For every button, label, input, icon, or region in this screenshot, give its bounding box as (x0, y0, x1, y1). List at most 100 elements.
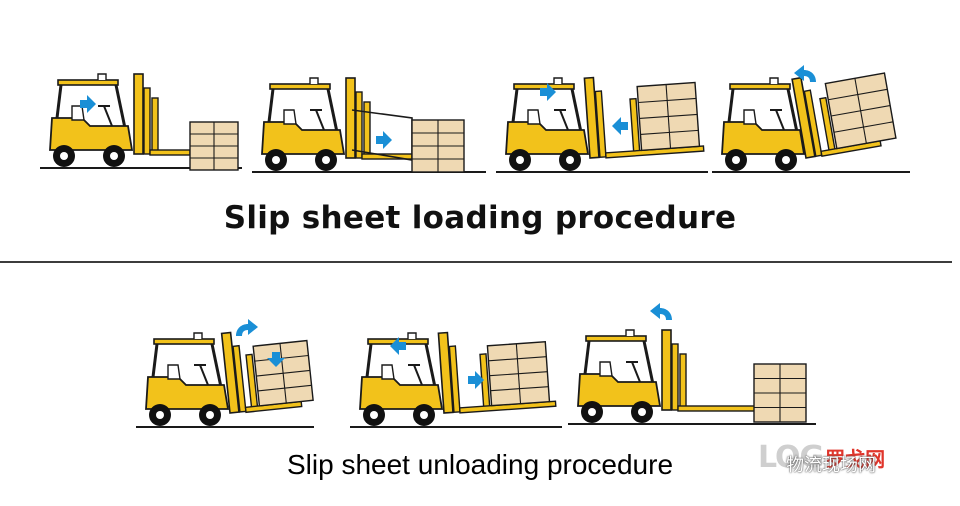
watermark-chinese-white: 物流现场网 (786, 455, 876, 476)
cab-rear-pillar (365, 343, 373, 378)
driver-seat (527, 109, 541, 125)
steering-column (631, 361, 641, 383)
curved-arrow-back-icon (794, 65, 816, 82)
beacon-light (193, 332, 203, 339)
driver-seat (599, 361, 613, 377)
driver-seat (71, 105, 85, 121)
steering-column (559, 109, 569, 131)
forklift-step (40, 73, 242, 171)
cab-roof (269, 83, 331, 90)
mast-outer (437, 331, 454, 414)
cab-roof (57, 79, 119, 86)
carton-stack-standalone (189, 121, 239, 171)
carton-load (824, 72, 897, 150)
steering-column (103, 105, 113, 127)
forklift-step (712, 65, 910, 173)
forklift-step (350, 331, 562, 428)
forklift-step (252, 77, 486, 173)
cab-front-pillar (326, 88, 340, 138)
beacon-light (769, 77, 779, 84)
carton-stack-placed (753, 363, 807, 423)
mast-inner (594, 90, 607, 159)
wheel-hub (588, 408, 596, 416)
carton-column-line (515, 343, 522, 404)
wheel-hub (420, 411, 428, 419)
arrow-down-icon (267, 352, 285, 367)
mast-assembly (583, 76, 705, 159)
steering-column (775, 109, 785, 131)
mast-inner (143, 87, 151, 155)
cab-front-pillar (424, 343, 438, 393)
steering-column (199, 364, 209, 386)
carton-load (486, 341, 551, 407)
loading-procedure-title: Slip sheet loading procedure (223, 200, 737, 236)
mast-assembly (437, 331, 557, 414)
driver-seat (167, 364, 181, 380)
driver-seat (381, 364, 395, 380)
steering-column (413, 364, 423, 386)
cab-front-pillar (642, 340, 656, 390)
unloading-procedure-title: Slip sheet unloading procedure (286, 449, 674, 480)
wheel-hub (732, 156, 740, 164)
push-pull-platen (151, 97, 159, 155)
push-pull-platen (363, 101, 371, 159)
cab-front-pillar (786, 88, 800, 138)
mast-assembly (220, 331, 314, 414)
carton-load (252, 339, 314, 407)
carton-column-line (854, 78, 867, 144)
watermark-logo: LOG 罗戈网 物流现场网 (758, 437, 954, 477)
cab-rear-pillar (727, 88, 735, 123)
cab-rear-pillar (511, 88, 519, 123)
forklift-step (136, 319, 314, 428)
beacon-light (625, 329, 635, 336)
beacon-light (309, 77, 319, 84)
arrow-right-icon (468, 371, 484, 389)
watermark-latin: LOG (758, 439, 824, 475)
cab-front-pillar (210, 343, 224, 393)
carton-stack-target (411, 119, 465, 173)
mast-assembly (791, 72, 897, 159)
cab-rear-pillar (583, 340, 591, 375)
forklift-step (496, 76, 708, 173)
carton-column-line (279, 343, 287, 404)
arrow-right-icon (80, 95, 96, 113)
carton-column-line (665, 84, 672, 149)
beacon-light (97, 73, 107, 80)
cab-roof (153, 338, 215, 345)
arrow-right-icon (540, 83, 556, 101)
cab-front-pillar (114, 84, 128, 134)
mast-assembly (133, 73, 191, 156)
cab-roof (585, 335, 647, 342)
beacon-light (553, 77, 563, 84)
wheel-hub (206, 411, 214, 419)
driver-seat (283, 109, 297, 125)
mast-inner (671, 343, 679, 411)
arrow-right-icon (376, 131, 392, 149)
cab-rear-pillar (267, 88, 275, 123)
fork-blade (149, 149, 191, 156)
curved-arrow-forward-icon (236, 319, 258, 336)
beacon-light (407, 332, 417, 339)
mast-inner (232, 344, 247, 413)
wheel-hub (322, 156, 330, 164)
driver-seat (743, 109, 757, 125)
wheel-hub (370, 411, 378, 419)
mast-outer (345, 77, 356, 159)
cab-rear-pillar (151, 343, 159, 378)
wheel-hub (516, 156, 524, 164)
cab-rear-pillar (55, 84, 63, 119)
mast-outer (661, 329, 672, 411)
mast-inner (448, 345, 461, 414)
arrow-left-icon (612, 117, 628, 135)
mast-outer (133, 73, 144, 155)
wheel-hub (110, 152, 118, 160)
forklift-step (568, 303, 816, 425)
section-divider (0, 261, 952, 263)
wheel-hub (638, 408, 646, 416)
mast-outer (583, 76, 600, 159)
wheel-hub (156, 411, 164, 419)
wheel-hub (60, 152, 68, 160)
wheel-hub (272, 156, 280, 164)
mast-inner (803, 89, 823, 158)
